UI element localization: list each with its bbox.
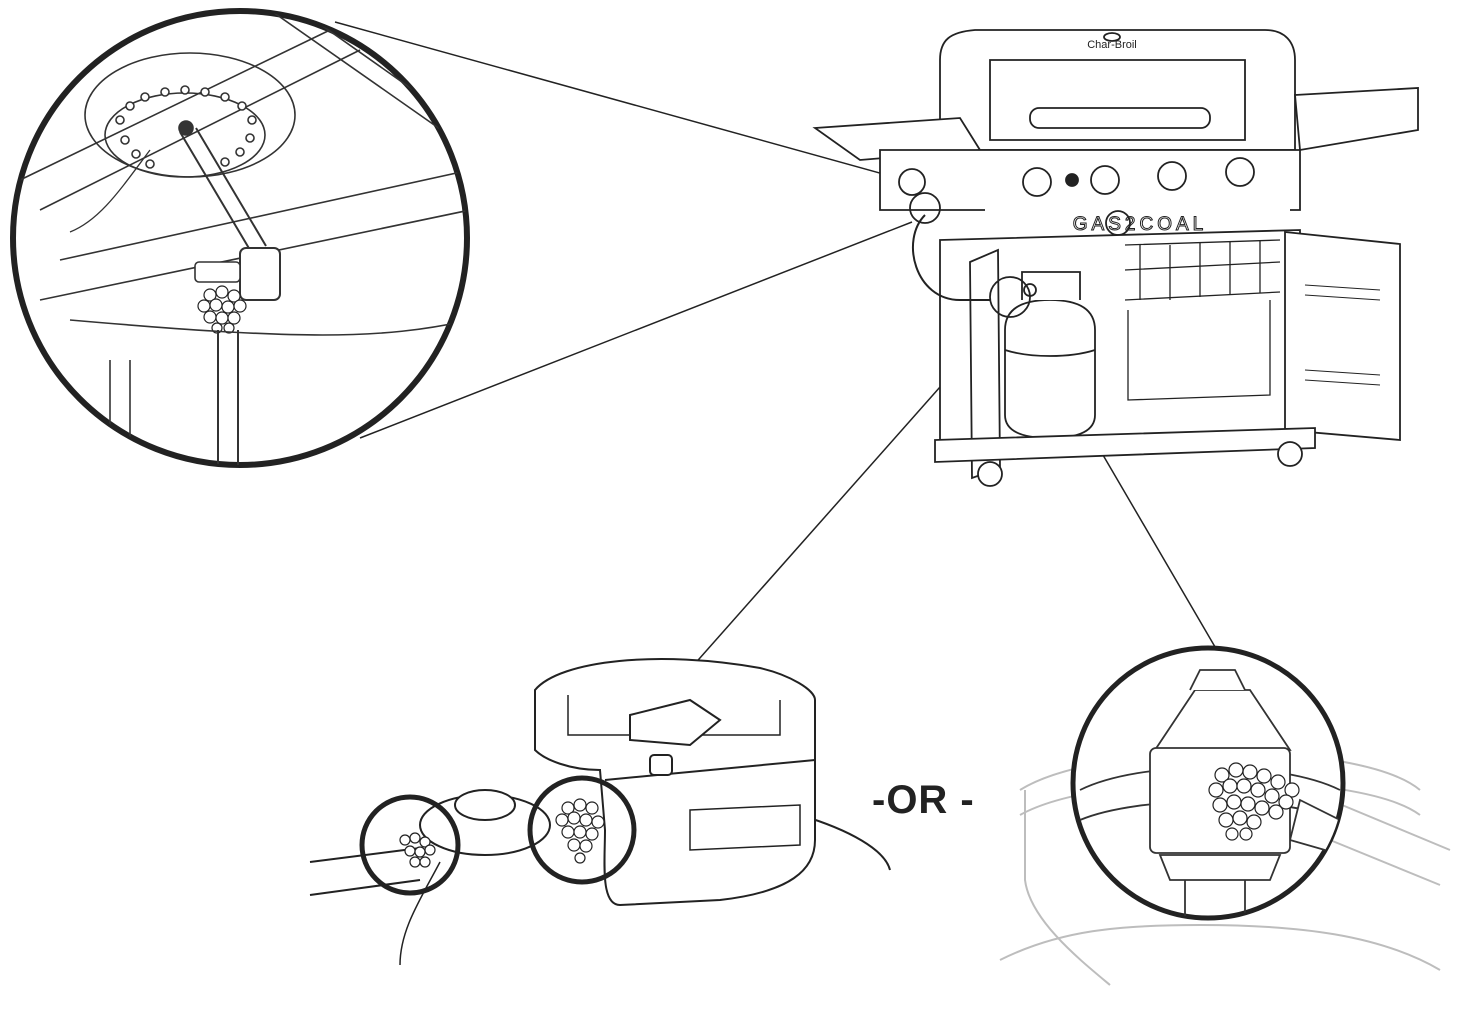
- control-knobs: [898, 157, 1255, 197]
- zoom-circle-burner: [10, 8, 470, 468]
- wheel-right: [1277, 441, 1303, 467]
- right-side-burner: [1294, 87, 1419, 152]
- tank-collar: [534, 658, 816, 907]
- cart-base: [934, 427, 1316, 463]
- alternate-connection-illustration: [999, 645, 1451, 986]
- burner-knob-4: [1225, 157, 1255, 187]
- propane-tank: [1004, 271, 1096, 439]
- hose-fitting-callout: [359, 794, 461, 896]
- side-burner-knob: [898, 168, 926, 196]
- burner-knob-3: [1157, 161, 1187, 191]
- tank-connection-callout: [527, 775, 637, 885]
- igniter-button: [1065, 173, 1079, 187]
- burner-knob-2: [1090, 165, 1120, 195]
- gas2coal-label: GAS2COAL: [1073, 214, 1207, 235]
- tank-valve-handwheel: [629, 698, 722, 747]
- brand-text: Char-Broil: [1087, 39, 1137, 51]
- bubbles-tank-connection: [555, 798, 605, 864]
- grill-illustration: Char-Broil GAS2COAL: [812, 29, 1419, 487]
- or-separator-label: -OR -: [872, 778, 975, 822]
- warming-rack: [1124, 239, 1281, 401]
- leader-line-top-upper: [334, 21, 906, 181]
- valve-callout-marker: [909, 192, 941, 224]
- bubbles-hose-fitting: [399, 832, 436, 868]
- tank-valve-stem: [649, 754, 673, 776]
- gas-hose: [911, 214, 990, 301]
- burner-zoom-callout: [10, 8, 470, 468]
- bubbles-valve: [1208, 762, 1300, 841]
- wheel-left: [977, 461, 1003, 487]
- leader-line-top-lower: [359, 221, 913, 439]
- lid-handle: [1029, 107, 1211, 129]
- burner-knob-1: [1022, 167, 1052, 197]
- right-door: [1284, 231, 1401, 441]
- tank-callout-marker: [989, 276, 1031, 318]
- control-panel: [879, 149, 1301, 211]
- regulator-cap: [454, 789, 516, 821]
- tank-regulator-illustration: [309, 658, 891, 966]
